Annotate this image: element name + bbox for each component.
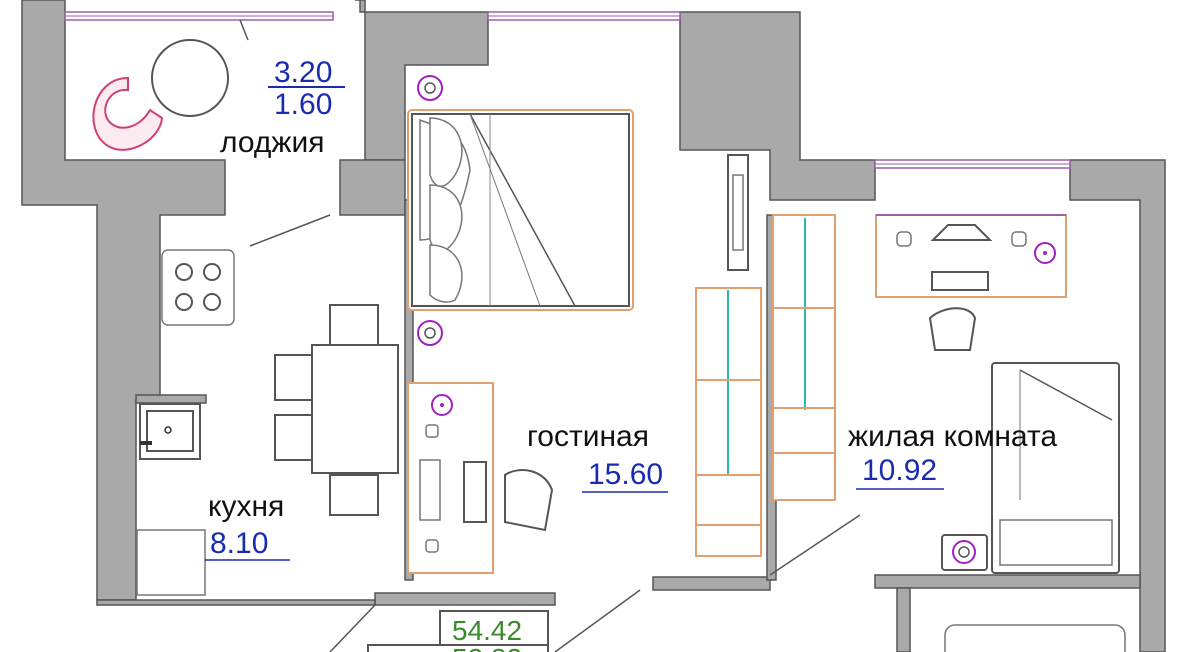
kitchen-name: кухня: [208, 490, 284, 523]
tv-icon: [727, 154, 749, 271]
sink-icon: [139, 403, 201, 460]
walls: [21, 0, 1166, 652]
kitchen-furniture: [136, 249, 399, 596]
loggia-furniture: [92, 19, 331, 247]
chair-icon: [928, 307, 977, 351]
desk-icon: [407, 382, 494, 574]
bed-icon: [407, 75, 634, 346]
stove-icon: [175, 263, 221, 311]
chair-icon: [504, 469, 554, 532]
wardrobe-icon: [695, 214, 836, 557]
loggia-dim-bottom: 1.60: [274, 88, 332, 121]
bathtub-icon: [944, 624, 1126, 652]
bedroom-area: 10.92: [862, 454, 937, 487]
bed-icon: [941, 362, 1120, 574]
total-area: 54.42: [452, 615, 522, 646]
loggia-name: лоджия: [220, 126, 324, 159]
partial-area: 52.82: [452, 643, 522, 652]
labels: 3.20 1.60 лоджия гостиная 15.60 жилая ко…: [205, 56, 1057, 652]
desk-icon: [875, 214, 1067, 298]
armchair-icon: [92, 76, 164, 151]
living-name: гостиная: [527, 420, 649, 453]
living-area: 15.60: [588, 458, 663, 491]
table-icon: [311, 344, 399, 474]
chair-icon: [274, 304, 379, 516]
windows: [64, 11, 1071, 169]
total-area-box: [367, 610, 549, 652]
loggia-dim-top: 3.20: [274, 56, 332, 89]
door-swings: [329, 514, 861, 652]
kitchen-area: 8.10: [210, 527, 268, 560]
bedroom-name: жилая комната: [848, 420, 1057, 453]
round-table: [151, 39, 229, 117]
